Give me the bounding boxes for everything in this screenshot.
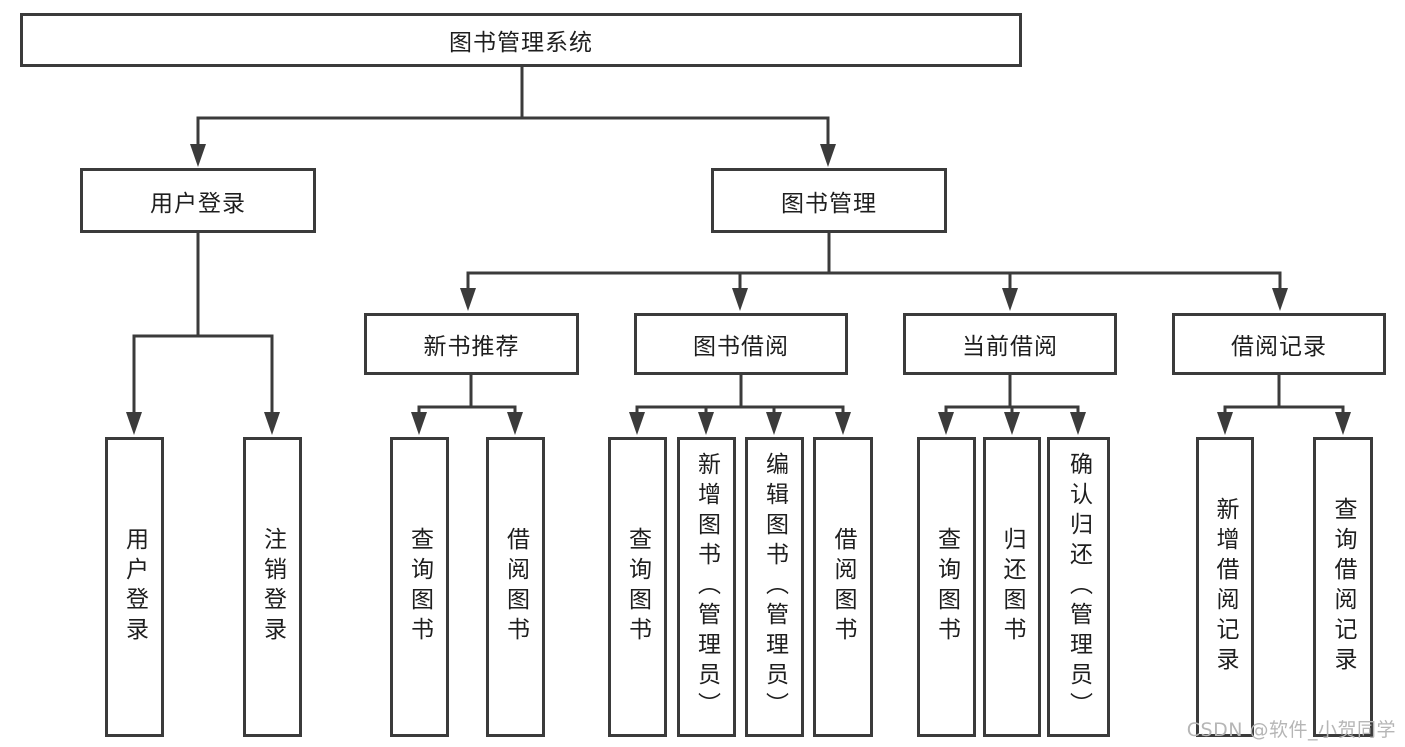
node-book-management: 图书管理 (711, 168, 947, 233)
node-book-borrowing: 图书借阅 (634, 313, 848, 375)
leaf-confirm-return-admin: 确认归还（管理员） (1047, 437, 1110, 737)
leaf-user-login: 用户登录 (105, 437, 164, 737)
node-library-management-system: 图书管理系统 (20, 13, 1022, 67)
leaf-query-books-recommend: 查询图书 (390, 437, 449, 737)
node-user-login: 用户登录 (80, 168, 316, 233)
leaf-query-borrow-record: 查询借阅记录 (1313, 437, 1373, 737)
node-borrowing-records: 借阅记录 (1172, 313, 1386, 375)
leaf-logout: 注销登录 (243, 437, 302, 737)
leaf-borrow-books: 借阅图书 (813, 437, 873, 737)
leaf-add-book-admin: 新增图书（管理员） (677, 437, 736, 737)
leaf-query-books-current: 查询图书 (917, 437, 976, 737)
node-new-book-recommend: 新书推荐 (364, 313, 579, 375)
leaf-query-books-borrow: 查询图书 (608, 437, 667, 737)
node-current-borrowing: 当前借阅 (903, 313, 1117, 375)
leaf-edit-book-admin: 编辑图书（管理员） (745, 437, 804, 737)
leaf-borrow-books-recommend: 借阅图书 (486, 437, 545, 737)
leaf-return-book: 归还图书 (983, 437, 1041, 737)
csdn-watermark: CSDN @软件_小贺同学 (1186, 719, 1396, 741)
leaf-add-borrow-record: 新增借阅记录 (1196, 437, 1254, 737)
